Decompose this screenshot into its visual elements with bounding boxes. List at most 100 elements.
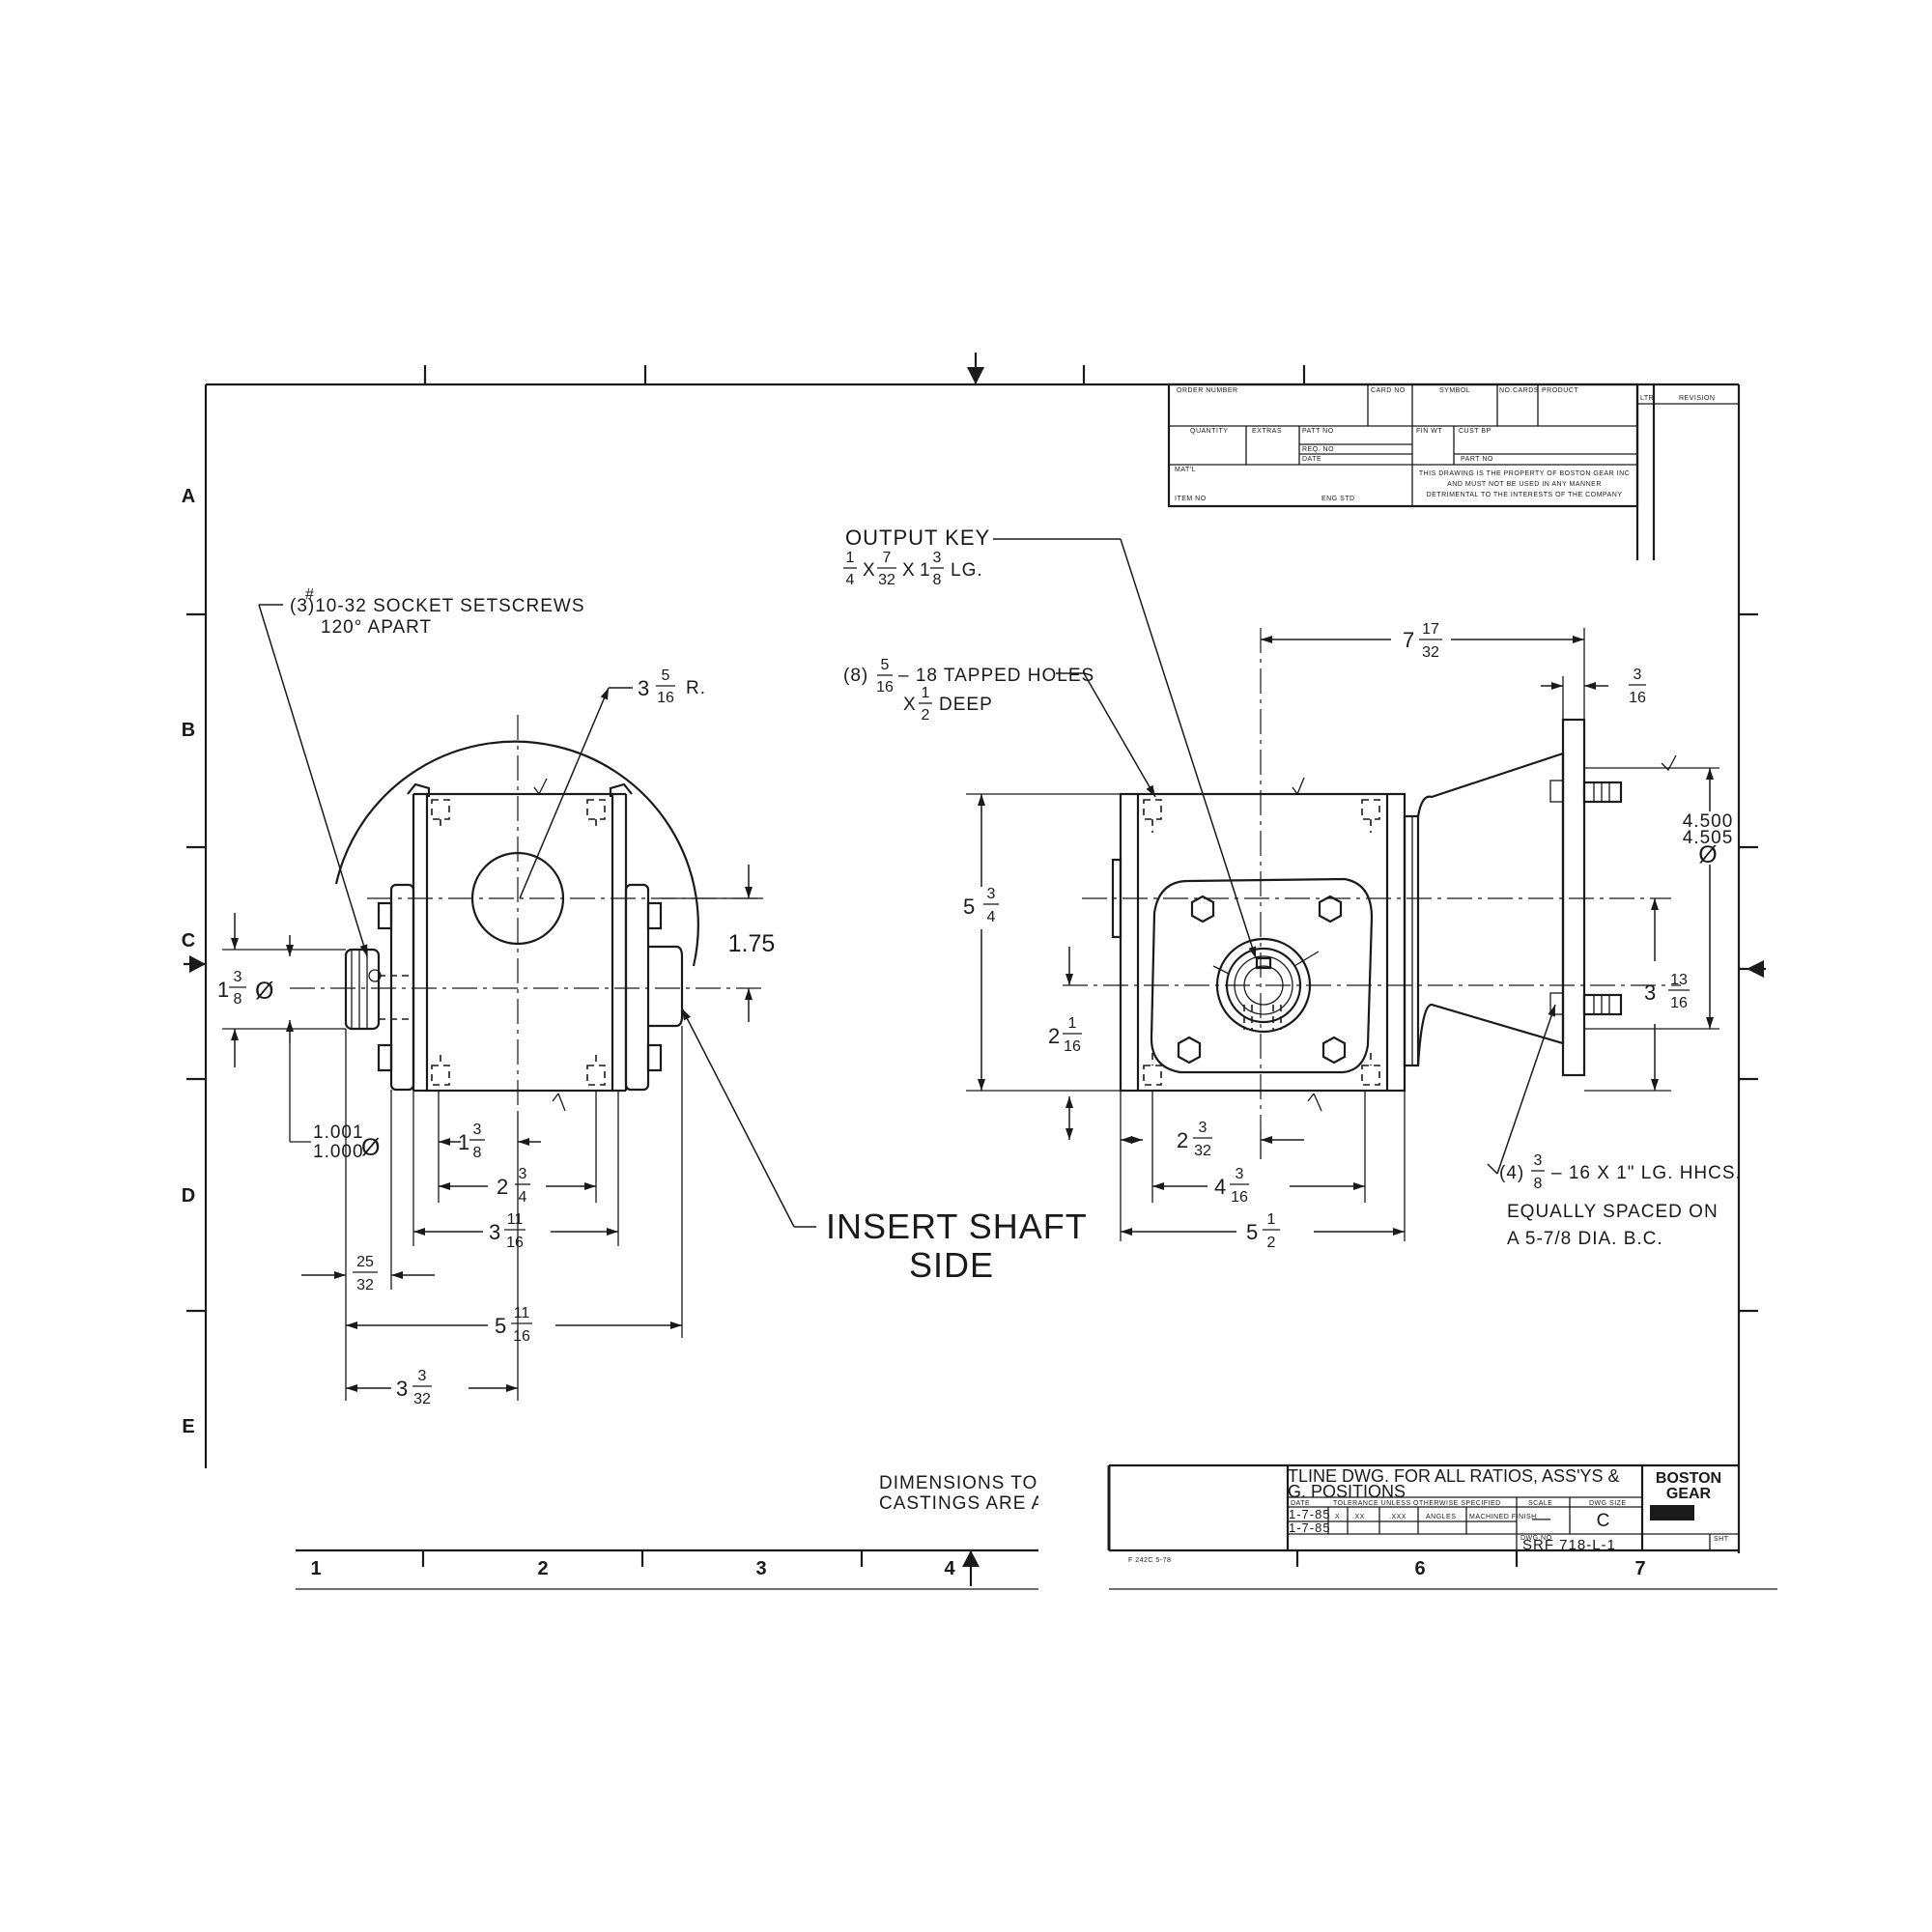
tb-dwg-no: SRF 718-L-1 xyxy=(1522,1537,1616,1553)
tb-patt-no: PATT NO xyxy=(1302,428,1334,435)
dim-b-num: 3 xyxy=(519,1166,527,1182)
sheet-frame: A B C D E 1 2 3 4 6 7 xyxy=(182,353,1777,1590)
tb-extras: EXTRAS xyxy=(1252,428,1282,435)
tb-tolerance-header: TOLERANCE UNLESS OTHERWISE SPECIFIED xyxy=(1333,1500,1501,1507)
hhcs-den: 8 xyxy=(1534,1176,1543,1192)
tb-scale-value: — xyxy=(1532,1509,1551,1529)
dim-e1-den: 32 xyxy=(1194,1143,1211,1159)
tb-sheet: SHT xyxy=(1714,1536,1729,1543)
dim-b-whole: 2 xyxy=(497,1175,509,1199)
dim-flange-den: 16 xyxy=(1629,690,1646,706)
hex-bolt-tr xyxy=(1318,895,1343,923)
hhcs-spaced-line-2: A 5-7/8 DIA. B.C. xyxy=(1507,1229,1663,1249)
bore-num: 3 xyxy=(234,969,242,985)
tapped-prefix: (8) xyxy=(843,666,868,686)
dim-e2-whole: 4 xyxy=(1214,1175,1227,1199)
tapped-x: X xyxy=(903,695,917,715)
tb-date-header: DATE xyxy=(1291,1500,1310,1507)
dim-1-75: 1.75 xyxy=(728,930,776,957)
zone-col-7: 7 xyxy=(1634,1558,1645,1579)
pilot-dia-upper: 4.500 xyxy=(1683,811,1734,832)
housing-front-body xyxy=(1119,792,1406,1093)
dim-flange-num: 3 xyxy=(1634,667,1642,683)
setscrews-mark: # xyxy=(305,586,314,603)
tb-cust-bp: CUST BP xyxy=(1459,428,1492,435)
pilot-dia-lower: 4.505 xyxy=(1683,828,1734,848)
hex-bolt-tl xyxy=(1190,895,1215,923)
tb-no-cards: NO.CARDS xyxy=(1499,387,1539,394)
dim-c2-num: 13 xyxy=(1670,972,1688,988)
housing-radius-arc xyxy=(334,740,699,967)
dim-e3-num: 1 xyxy=(1267,1211,1276,1228)
tb-tol-x: X xyxy=(1335,1514,1340,1520)
zone-col-1: 1 xyxy=(310,1558,321,1579)
key-b-num: 7 xyxy=(883,550,892,566)
tapped-num: 5 xyxy=(881,657,890,673)
hhcs-prefix: (4) xyxy=(1499,1163,1524,1183)
tb-property-line-2: AND MUST NOT BE USED IN ANY MANNER xyxy=(1447,481,1602,488)
tb-revision: REVISION xyxy=(1679,395,1715,402)
motor-adapter-cone xyxy=(1416,752,1565,1066)
tb-product: PRODUCT xyxy=(1542,387,1578,394)
tb-scale-header: SCALE xyxy=(1528,1500,1552,1507)
keyway xyxy=(1255,956,1272,970)
callout-line-1: INSERT SHAFT xyxy=(826,1207,1088,1246)
dim-f-den: 32 xyxy=(413,1391,431,1407)
dim-e3-den: 2 xyxy=(1267,1235,1276,1251)
output-key-title: OUTPUT KEY xyxy=(845,526,990,550)
tb-eng-std: ENG STD xyxy=(1321,496,1355,502)
setscrews-line-2: 120° APART xyxy=(321,617,432,638)
tb-date: DATE xyxy=(1302,456,1321,463)
dim-h-den: 4 xyxy=(987,909,996,925)
bore-dia-symbol: Ø xyxy=(255,978,273,1005)
zone-row-a: A xyxy=(182,486,195,507)
right-front-view: OUTPUT KEY 1 4 X 7 32 X 1 3 8 LG. (8) 5 … xyxy=(843,526,1741,1251)
dim-e-num: 11 xyxy=(514,1305,530,1321)
dim-width-den: 32 xyxy=(1422,644,1439,661)
note-line-2: CASTINGS ARE APPI xyxy=(879,1493,1077,1514)
housing-body xyxy=(425,792,614,1093)
brand-line-2: GEAR xyxy=(1666,1486,1712,1502)
tb-tol-xxx: .XXX xyxy=(1389,1514,1406,1520)
company-logo-icon xyxy=(1650,1505,1694,1520)
form-number: F 242C 5-78 xyxy=(1128,1557,1171,1564)
zone-col-4: 4 xyxy=(944,1558,955,1579)
tb-dwg-size-header: DWG SIZE xyxy=(1589,1500,1627,1507)
key-a-num: 1 xyxy=(846,550,855,566)
shaft-dia-symbol: Ø xyxy=(361,1134,380,1161)
dim-e2-den: 16 xyxy=(1231,1189,1248,1206)
tb-symbol: SYMBOL xyxy=(1439,387,1470,394)
tb-property-line-1: THIS DRAWING IS THE PROPERTY OF BOSTON G… xyxy=(1419,470,1630,477)
tb-matl: MAT'L xyxy=(1175,467,1196,473)
tapped-deep: DEEP xyxy=(939,695,993,715)
callout-line-2: SIDE xyxy=(909,1245,994,1285)
tb-quantity: QUANTITY xyxy=(1190,428,1228,435)
dim-b2-num: 1 xyxy=(1068,1015,1077,1032)
dim-c2-den: 16 xyxy=(1670,995,1688,1011)
tapped-depth-den: 2 xyxy=(922,707,930,724)
shaft-dia-upper: 1.001 xyxy=(313,1122,364,1143)
key-c-den: 8 xyxy=(933,572,942,588)
dim-e2-num: 3 xyxy=(1236,1166,1244,1182)
zone-row-c: C xyxy=(182,930,195,952)
dim-d-num: 25 xyxy=(356,1254,374,1270)
hhcs-spaced-line-1: EQUALLY SPACED ON xyxy=(1507,1202,1719,1222)
brand-line-1: BOSTON xyxy=(1656,1470,1721,1487)
tb-date-2: 1-7-85 xyxy=(1289,1520,1331,1535)
dim-f-num: 3 xyxy=(418,1368,427,1384)
key-x2: X xyxy=(902,560,916,581)
bore-den: 8 xyxy=(234,991,242,1008)
tapped-den: 16 xyxy=(876,679,894,696)
shaft-dia-lower: 1.000 xyxy=(313,1142,364,1162)
radius-suffix: R. xyxy=(686,678,706,698)
dwg-title-line-2: G. POSITIONS xyxy=(1288,1482,1406,1501)
zone-col-3: 3 xyxy=(755,1558,766,1579)
hex-bolt-bl xyxy=(1177,1036,1202,1065)
tb-tol-xx: .XX xyxy=(1352,1514,1365,1520)
tb-req-no: REQ. NO xyxy=(1302,446,1334,453)
radius-whole: 3 xyxy=(638,676,650,700)
note-line-1: DIMENSIONS TO RO xyxy=(879,1473,1073,1493)
cover-plate xyxy=(1150,877,1374,1074)
dim-e-whole: 5 xyxy=(495,1314,507,1338)
